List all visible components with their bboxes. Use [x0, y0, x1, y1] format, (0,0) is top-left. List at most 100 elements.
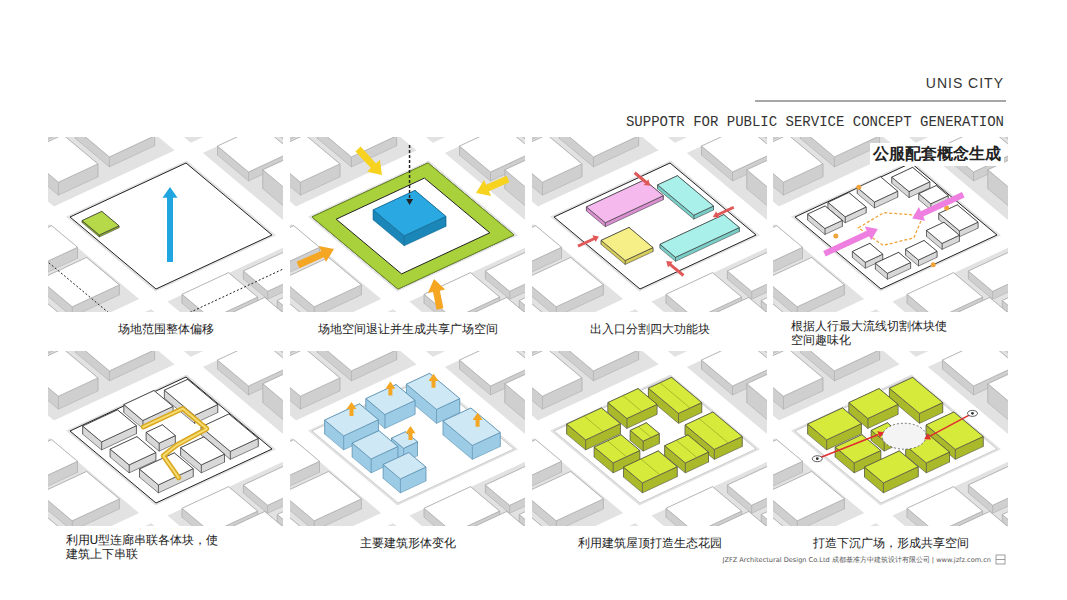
city-block [1002, 493, 1008, 526]
garden-path [641, 459, 660, 475]
panel-caption: 利用建筑屋顶打造生态花园 [578, 536, 722, 550]
road [532, 137, 767, 312]
city-block [290, 472, 361, 521]
road [773, 137, 1008, 312]
cut-block [852, 243, 882, 262]
flow-arrow [823, 227, 878, 257]
panel-illustration [532, 137, 767, 312]
site [312, 377, 514, 503]
site [312, 163, 514, 289]
city-block [290, 440, 320, 484]
corridor [143, 409, 207, 478]
garden-path [676, 440, 697, 457]
city-block [773, 472, 844, 521]
road [290, 351, 525, 526]
roof-garden [608, 389, 657, 419]
road [48, 351, 283, 526]
panel-illustration [773, 137, 1008, 312]
garden-path [699, 418, 728, 442]
concept-panel: 场地空间退让并生成共享广场空间 [290, 137, 525, 337]
site [554, 163, 756, 289]
road [773, 137, 1008, 312]
city-block [532, 351, 582, 396]
concept-panel: 根据人行最大流线切割体块使 空间趣味化 [773, 137, 1008, 348]
road [290, 137, 525, 312]
entry-arrow [666, 261, 684, 277]
city-block [48, 258, 119, 307]
city-block [950, 298, 1008, 313]
city-block [800, 351, 879, 371]
lift-arrow [406, 426, 416, 440]
cut-block [927, 222, 960, 243]
city-block [317, 351, 396, 371]
panel-caption: 利用U型连廊串联各体块，使 建筑上下串联 [66, 533, 266, 561]
city-block [48, 351, 98, 396]
city-block [48, 137, 98, 182]
cut-block [892, 167, 930, 191]
lift-arrow [473, 413, 483, 427]
subtitle: SUPPOTR FOR PUBLIC SERVICE CONCEPT GENER… [626, 114, 1004, 130]
concept-panel: 打造下沉广场，形成共享空间 [773, 351, 1008, 551]
road [773, 137, 1008, 312]
city-block [75, 137, 154, 157]
city-block [243, 463, 283, 505]
city-block [532, 258, 603, 307]
mass-block [146, 425, 175, 443]
road [48, 137, 283, 312]
city-block [532, 500, 544, 526]
city-block [761, 279, 767, 312]
brand-name: UNIS CITY [926, 75, 1004, 91]
footer-icon [996, 555, 1005, 564]
garden-path [623, 396, 642, 412]
panel-illustration [48, 351, 283, 526]
city-block [988, 367, 1008, 412]
eye-icon [967, 410, 977, 416]
city-block [505, 153, 525, 198]
road [290, 137, 525, 312]
city-block [277, 493, 283, 526]
concept-panel: 场地范围整体偏移 [48, 137, 283, 337]
inward-arrow [297, 246, 334, 268]
city-block [532, 472, 603, 521]
entry-dot [856, 185, 861, 190]
site [554, 377, 756, 503]
mass-block [352, 431, 398, 459]
city-block [467, 298, 525, 313]
sunken-plaza [882, 423, 926, 449]
cut-block [808, 206, 843, 229]
panel-caption: 出入口分割四大功能块 [590, 322, 710, 336]
city-block [277, 279, 283, 312]
concept-panel: 利用U型连廊串联各体块，使 建筑上下串联 [48, 351, 283, 562]
panel-illustration [290, 351, 525, 526]
inward-arrow [428, 279, 445, 310]
roof-garden [594, 435, 640, 463]
mass-block [83, 410, 137, 442]
garden-path [584, 416, 603, 432]
road [773, 351, 1008, 526]
eye-icon [816, 457, 819, 460]
mass-block [383, 453, 426, 479]
city-block [773, 258, 844, 307]
city-block [225, 298, 283, 313]
function-block [586, 180, 663, 223]
roof-garden [665, 435, 709, 463]
roof-garden [865, 451, 919, 483]
footer-credit: JZFZ Architectural Design Co.Ltd 成都基准方中建… [722, 556, 991, 565]
entry-arrow [634, 172, 651, 186]
function-block [658, 176, 714, 216]
city-block [290, 286, 302, 312]
view-arrow [924, 433, 931, 439]
city-block [48, 286, 60, 312]
eye-icon [812, 456, 822, 462]
road [532, 351, 767, 526]
city-block [505, 367, 525, 412]
city-block [950, 512, 1008, 527]
entry-arrow [713, 206, 735, 218]
lift-arrow [385, 382, 395, 396]
city-block [75, 351, 154, 371]
panel-illustration [773, 351, 1008, 526]
mass-block [110, 437, 156, 465]
corridor [143, 409, 207, 478]
city-block [747, 367, 767, 412]
